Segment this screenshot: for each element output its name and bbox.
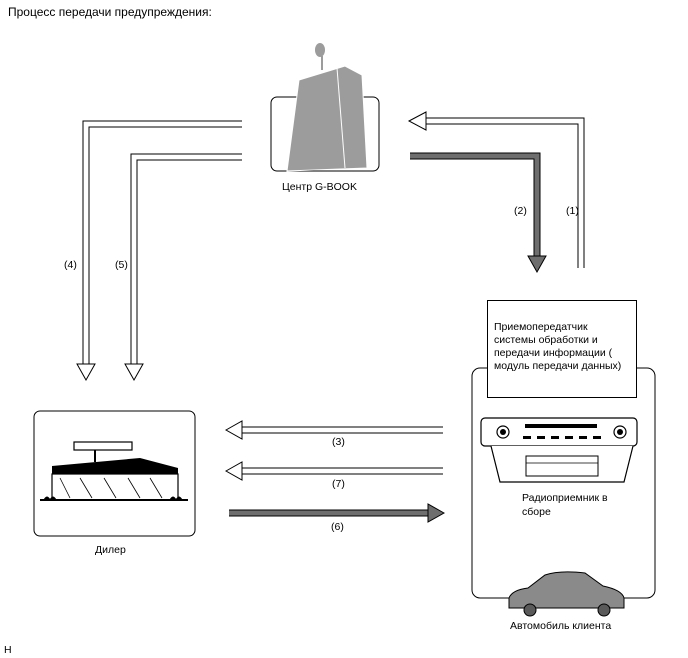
step-3-label: (3)	[332, 436, 345, 448]
arrow-7	[224, 461, 443, 481]
step-4-label: (4)	[64, 259, 77, 271]
customer-car-icon	[508, 571, 625, 617]
center-label: Центр G-BOOK	[282, 181, 357, 193]
step-1-label: (1)	[566, 205, 579, 217]
data-transmission-module: Приемопередатчик системы обработки и пер…	[487, 300, 637, 398]
page-title: Процесс передачи предупреждения:	[8, 5, 212, 19]
step-7-label: (7)	[332, 478, 345, 490]
radio-label-line2: сборе	[522, 506, 551, 518]
arrow-4	[76, 120, 242, 382]
arrow-5	[124, 153, 242, 382]
dealer-icon	[33, 410, 196, 537]
gbook-center-icon	[270, 43, 380, 172]
car-label: Автомобиль клиента	[510, 620, 612, 632]
step-2-label: (2)	[514, 205, 527, 217]
arrow-2	[410, 152, 547, 274]
arrow-1	[407, 111, 585, 268]
arrow-3	[224, 420, 443, 440]
dealer-label: Дилер	[95, 544, 126, 556]
step-6-label: (6)	[331, 521, 344, 533]
car-box	[471, 367, 656, 599]
radio-receiver-icon	[480, 417, 638, 483]
footer-code: H	[4, 644, 12, 656]
radio-label-line1: Радиоприемник в	[522, 492, 608, 504]
step-5-label: (5)	[115, 259, 128, 271]
arrow-6	[229, 503, 446, 523]
